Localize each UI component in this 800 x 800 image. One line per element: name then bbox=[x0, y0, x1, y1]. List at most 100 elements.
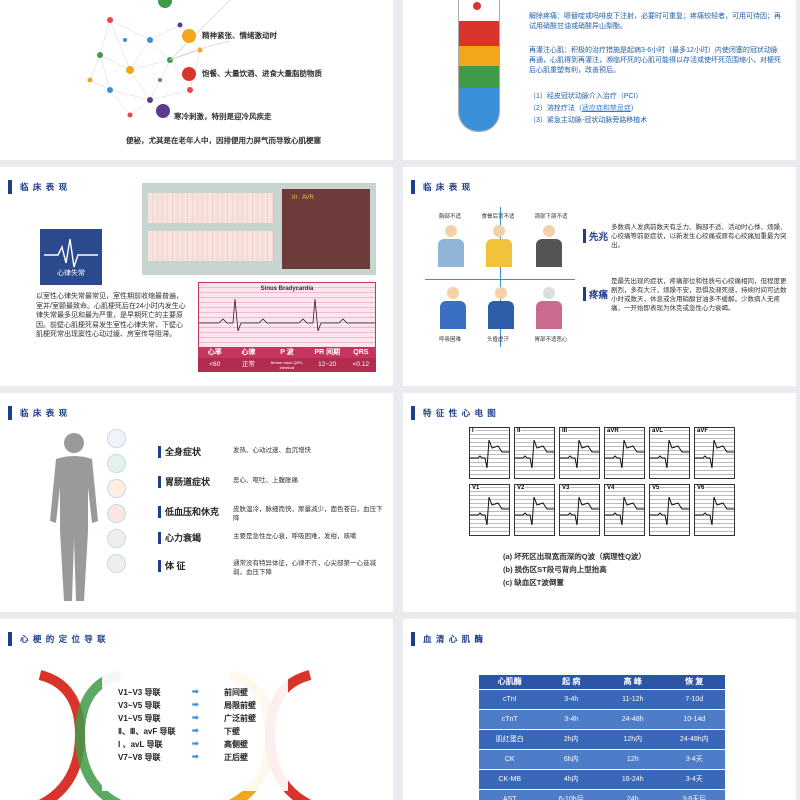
th-rate: 心率 bbox=[207, 349, 222, 356]
ecg-trace bbox=[650, 439, 689, 469]
enzyme-cell: 10-14d bbox=[683, 716, 706, 723]
enzyme-cell: 6-10h后 bbox=[558, 796, 584, 800]
organ-icon-list bbox=[107, 429, 126, 573]
enzyme-cell: 24h bbox=[626, 796, 639, 800]
lead-name: Ⅱ、Ⅲ、avF 导联 bbox=[118, 727, 176, 736]
td-pr: 12~20 bbox=[318, 361, 337, 368]
enzyme-cell: 24-48h内 bbox=[679, 736, 709, 743]
enzyme-cell: 6h内 bbox=[563, 756, 579, 763]
lead-map-panel bbox=[102, 661, 288, 791]
label-bar-2 bbox=[583, 287, 586, 301]
ecg-lead-label: V6 bbox=[696, 485, 706, 491]
prodrome-text: 多数病人发病前数天有乏力、胸部不适、活动时心悸、烦躁、心绞痛等前驱症状，以新发生… bbox=[611, 224, 787, 249]
slide-title: 临 床 表 现 bbox=[20, 408, 69, 418]
ecg-trace bbox=[650, 496, 689, 526]
row-label: 低血压和休克 bbox=[165, 507, 220, 517]
arrow-right-icon: ➡ bbox=[192, 713, 199, 722]
ecg-lead-tile: V2 bbox=[514, 484, 555, 536]
slide-systemic[interactable]: 临 床 表 现 全身症状 发热、心动过速、血沉增快 胃肠道症状 恶心、呕吐、上腹… bbox=[0, 393, 393, 612]
slide-lead-localization[interactable]: 心 梗 的 定 位 导 联 V1~V3 导联➡前间壁 V3~V5 导联➡局限前壁… bbox=[0, 619, 393, 800]
treat-reperfusion: 再灌注心肌：积极的治疗措施是起病3-6小时（最多12小时）内使闭塞的冠状动脉再通… bbox=[529, 47, 781, 74]
enzyme-cell: 24-48h bbox=[621, 716, 644, 723]
td-qrs: <0.12 bbox=[352, 361, 370, 368]
td-rate: <60 bbox=[209, 361, 221, 368]
th-p: P 波 bbox=[280, 349, 294, 356]
td-p: Before each QRS, identical bbox=[270, 360, 304, 370]
arrhythmia-icon: 心律失常 bbox=[40, 229, 102, 285]
symptom-grid bbox=[425, 207, 575, 347]
ecg-lead-tile: V4 bbox=[604, 484, 645, 536]
intestine-icon bbox=[107, 554, 126, 573]
enzyme-cell: 16-24h bbox=[621, 776, 644, 783]
lead-name: Ⅰ 、avL 导联 bbox=[118, 740, 163, 749]
enzyme-cell: 7-10d bbox=[685, 696, 704, 703]
cause-dot-2 bbox=[182, 29, 196, 43]
test-tube-graphic bbox=[458, 0, 500, 132]
ecg-trace bbox=[695, 496, 734, 526]
slide-header: 临 床 表 现 bbox=[8, 405, 68, 421]
brain-icon bbox=[107, 429, 126, 448]
ecg-trace bbox=[560, 496, 599, 526]
ecg-trace bbox=[515, 439, 554, 469]
ecg-lead-tile: V5 bbox=[649, 484, 690, 536]
lungs-icon bbox=[107, 479, 126, 498]
arrow-right-icon: ➡ bbox=[192, 752, 199, 761]
cause-item-2: 饱餐、大量饮酒、进食大量脂肪物质 bbox=[202, 69, 322, 78]
enzyme-cell: 3-4天 bbox=[685, 776, 703, 783]
caption-chest: 胸部不适 bbox=[438, 214, 461, 220]
row-text: 皮肤湿冷，脉细而快，尿量减少，面色苍白，血压下降 bbox=[233, 506, 383, 522]
slide-symptoms[interactable]: 临 床 表 现 胸部不适 食餐后背不适 颈部下颌不适 呼吸困难 头昏虚汗 胃部不… bbox=[403, 167, 796, 386]
row-text: 恶心、呕吐、上腹胀痛 bbox=[233, 477, 298, 484]
person-jaw-pain-icon bbox=[535, 225, 563, 267]
lead-site: 高侧壁 bbox=[224, 740, 248, 749]
ecg-note-a: (a) 坏死区出现宽而深的Q波（病理性Q波） bbox=[503, 552, 646, 561]
slide-arrhythmia[interactable]: 临 床 表 现 III · AVR 心律失常 以室性心律失常最常见，室性期前收缩… bbox=[0, 167, 393, 386]
th-rhythm: 心律 bbox=[241, 349, 256, 356]
enzyme-cell: AST bbox=[502, 796, 517, 800]
enzyme-cell: 12h内 bbox=[623, 736, 643, 743]
ecg-lead-label: V3 bbox=[561, 485, 571, 491]
indication-link[interactable]: 适应症和禁忌症 bbox=[581, 105, 631, 112]
ecg-trace bbox=[605, 496, 644, 526]
cause-dot-3 bbox=[182, 67, 196, 81]
ecg-lead-label: aVR bbox=[606, 428, 620, 434]
lead-site: 广泛前壁 bbox=[224, 714, 256, 723]
cause-footer: 便秘，尤其是在老年人中，因排便用力屏气而导致心肌梗塞 bbox=[126, 136, 321, 145]
treat-list-1: （1）经皮冠状动脉介入治疗（PCI） bbox=[529, 93, 643, 100]
person-back-pain-icon bbox=[485, 225, 513, 267]
th-qrs: QRS bbox=[353, 349, 369, 356]
treat-pain: 解除疼痛：哌替啶或吗啡皮下注射，必要时可重复；疼痛较轻者，可用可待因；再试用硝酸… bbox=[529, 13, 781, 30]
enzyme-cell: 2h内 bbox=[563, 736, 579, 743]
ecg-note-c: (c) 缺血区T波倒置 bbox=[503, 578, 564, 587]
network-graphic bbox=[87, 0, 230, 118]
slide-causes[interactable]: 精神紧张、情绪激动时 饱餐、大量饮酒、进食大量脂肪物质 寒冷刺激，特别是迎冷风疾… bbox=[0, 0, 393, 160]
lead-name: V3~V5 导联 bbox=[118, 701, 161, 710]
cause-item-3: 寒冷刺激，特别是迎冷风疾走 bbox=[174, 112, 272, 121]
slide-title: 临 床 表 现 bbox=[20, 182, 69, 192]
ecg-lead-tile: II bbox=[514, 427, 555, 479]
ecg-lead-tile: V6 bbox=[694, 484, 735, 536]
ecg-trace bbox=[605, 439, 644, 469]
heart-icon bbox=[107, 454, 126, 473]
lead-site: 正后壁 bbox=[224, 753, 248, 762]
slide-title: 血 清 心 肌 酶 bbox=[423, 634, 484, 644]
enzyme-cell: 3-6天后 bbox=[682, 796, 707, 800]
row-label: 全身症状 bbox=[165, 447, 202, 457]
slide-header: 临 床 表 现 bbox=[411, 179, 471, 195]
ecg-lead-label: V1 bbox=[471, 485, 481, 491]
slide-treatment[interactable]: 解除疼痛：哌替啶或吗啡皮下注射，必要时可重复；疼痛较轻者，可用可待因；再试用硝酸… bbox=[403, 0, 796, 160]
slide-header: 血 清 心 肌 酶 bbox=[411, 631, 484, 647]
treat-list-2-close: ） bbox=[630, 105, 638, 112]
slide-header: 特 征 性 心 电 图 bbox=[411, 405, 497, 421]
row-label: 胃肠道症状 bbox=[165, 477, 211, 487]
stomach-icon bbox=[107, 529, 126, 548]
row-text: 主要是急性左心衰，呼吸困难，发绀，咳嗽 bbox=[233, 533, 357, 540]
enzyme-row: AST 6-10h后 24h 3-6天后 bbox=[479, 790, 725, 800]
ecg-lead-label: I bbox=[471, 428, 475, 434]
label-bar-1 bbox=[583, 229, 586, 243]
ecg-lead-tile: III bbox=[559, 427, 600, 479]
